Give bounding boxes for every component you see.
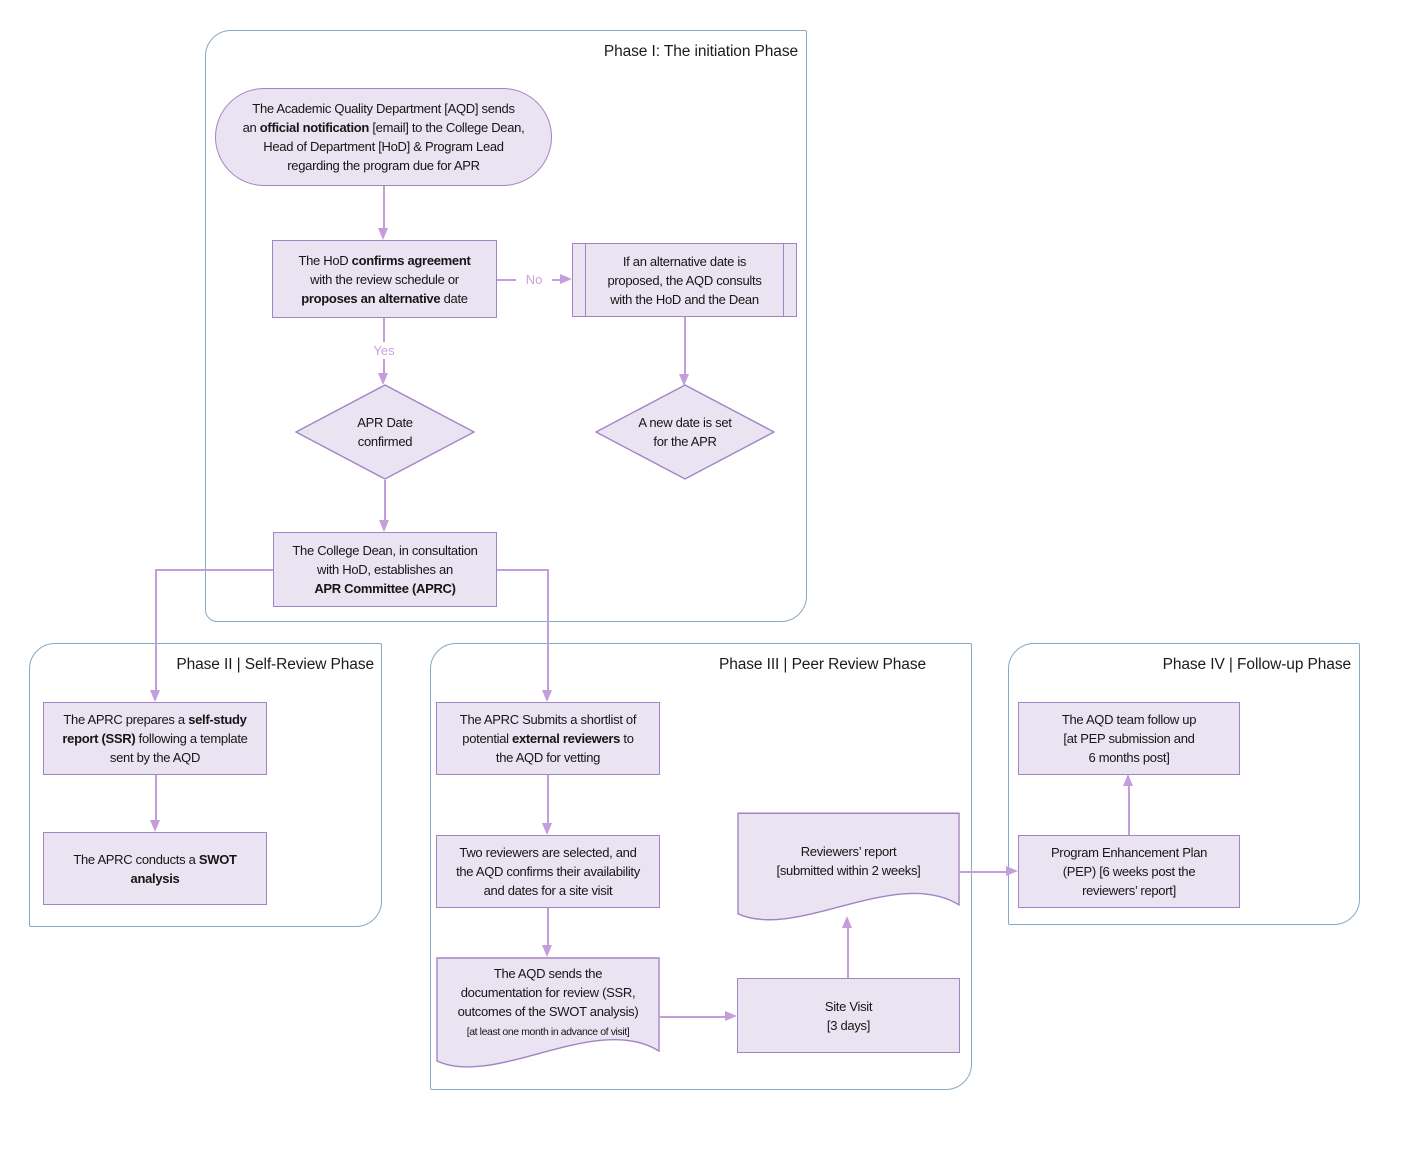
arrowhead-icon: [542, 945, 552, 957]
connector-ssr-to-swot: [155, 775, 157, 820]
connector-dean-to-phase3-v: [547, 569, 549, 690]
node-reviewers-report: Reviewers’ report[submitted within 2 wee…: [737, 812, 960, 930]
arrowhead-icon: [378, 373, 388, 385]
arrowhead-icon: [679, 374, 689, 386]
connector-decision-to-dean: [384, 480, 386, 520]
node-pep: Program Enhancement Plan(PEP) [6 weeks p…: [1018, 835, 1240, 908]
arrowhead-icon: [379, 520, 389, 532]
connector-dean-to-phase2-v: [155, 569, 157, 690]
connector-report-to-pep: [960, 871, 1006, 873]
predefined-bar-right: [782, 244, 784, 316]
arrowhead-icon: [150, 690, 160, 702]
phase3-title: Phase III | Peer Review Phase: [718, 656, 926, 673]
connector-selected-to-docs: [547, 908, 549, 945]
connector-consult-to-newdate: [684, 317, 686, 374]
decision-diamond-shape: [595, 384, 775, 480]
document-shape: [737, 812, 960, 921]
arrowhead-icon: [378, 228, 388, 240]
decision-diamond-shape: [295, 384, 475, 480]
connector-dean-to-phase2-h: [155, 569, 273, 571]
arrowhead-icon: [1006, 866, 1018, 876]
phase2-title: Phase II | Self-Review Phase: [176, 656, 374, 673]
connector-shortlist-to-selected: [547, 775, 549, 823]
node-aqd-follow-up: The AQD team follow up[at PEP submission…: [1018, 702, 1240, 775]
arrowhead-icon: [1123, 774, 1133, 786]
arrowhead-icon: [725, 1011, 737, 1021]
connector-sitevisit-to-report: [847, 928, 849, 978]
arrowhead-icon: [542, 690, 552, 702]
arrowhead-icon: [150, 820, 160, 832]
node-aqd-notification: The Academic Quality Department [AQD] se…: [215, 88, 552, 186]
arrowhead-icon: [842, 916, 852, 928]
connector-dean-to-phase3-h: [497, 569, 548, 571]
connector-pep-to-followup: [1128, 786, 1130, 835]
edge-label-yes: Yes: [366, 342, 402, 359]
arrowhead-icon: [560, 274, 572, 284]
arrowhead-icon: [542, 823, 552, 835]
connector-notification-to-hod: [383, 186, 385, 234]
document-shape: [436, 957, 660, 1068]
predefined-bar-left: [585, 244, 587, 316]
connector-docs-to-sitevisit: [660, 1016, 725, 1018]
edge-label-no: No: [516, 271, 552, 288]
phase1-title: Phase I: The initiation Phase: [603, 43, 798, 60]
node-site-visit: Site Visit[3 days]: [737, 978, 960, 1053]
phase4-title: Phase IV | Follow-up Phase: [1162, 656, 1351, 673]
